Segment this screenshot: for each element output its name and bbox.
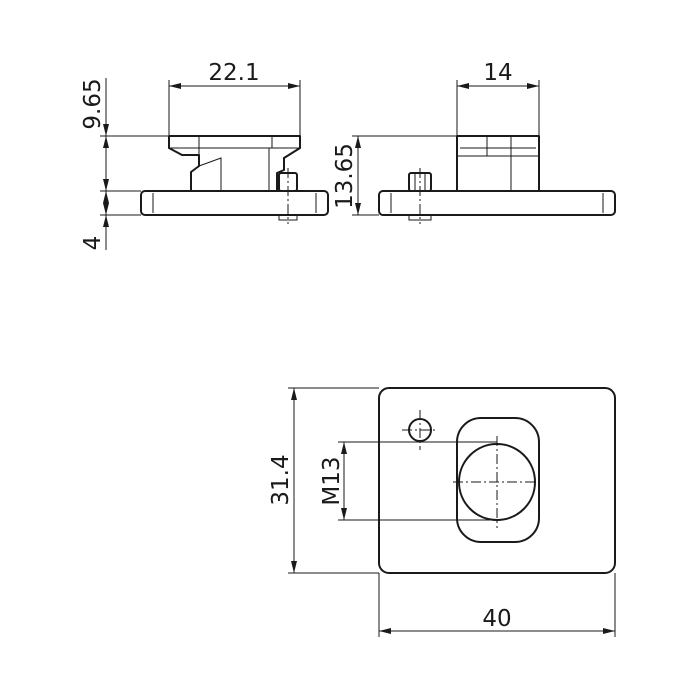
- dim-arrow: [103, 203, 109, 215]
- side-view-screw-shank: [408, 214, 432, 221]
- dim-14-label: 14: [483, 60, 512, 86]
- dim-arrow: [527, 83, 539, 89]
- plan-view-plate: [378, 387, 616, 574]
- dim-arrow: [379, 628, 391, 634]
- front-view-block-face: [198, 157, 222, 191]
- dim-arrow: [103, 136, 109, 148]
- side-view: 14 13.65: [332, 60, 616, 224]
- dim-arrow: [341, 442, 347, 454]
- dim-arrow: [291, 388, 297, 400]
- dim-m13-label: M13: [319, 456, 345, 505]
- dim-arrow: [103, 179, 109, 191]
- dim-9-65-label: 9.65: [80, 78, 106, 129]
- front-view: 22.1 9.65 4: [80, 60, 329, 251]
- dim-31-4-label: 31.4: [268, 454, 294, 505]
- dim-arrow: [355, 136, 361, 148]
- side-view-upper-block: [456, 135, 540, 191]
- dim-arrow: [341, 508, 347, 520]
- dim-arrow: [103, 191, 109, 203]
- dim-arrow: [288, 83, 300, 89]
- side-view-base-plate: [378, 190, 616, 216]
- dim-4-label: 4: [80, 236, 106, 251]
- dim-40-label: 40: [482, 606, 511, 632]
- dim-arrow: [457, 83, 469, 89]
- dim-arrow: [291, 561, 297, 573]
- front-view-upper-block: [168, 135, 301, 191]
- dim-22-1-label: 22.1: [208, 60, 259, 86]
- dim-arrow: [103, 215, 109, 227]
- dim-13-65-label: 13.65: [332, 143, 358, 209]
- front-view-base-plate: [140, 190, 329, 216]
- dim-arrow: [103, 124, 109, 136]
- dim-arrow: [169, 83, 181, 89]
- dim-arrow: [355, 203, 361, 215]
- dim-arrow: [603, 628, 615, 634]
- front-view-screw-shank: [278, 214, 298, 221]
- plan-view: 31.4 M13 40: [268, 387, 616, 637]
- plan-view-obround-boss: [456, 417, 540, 543]
